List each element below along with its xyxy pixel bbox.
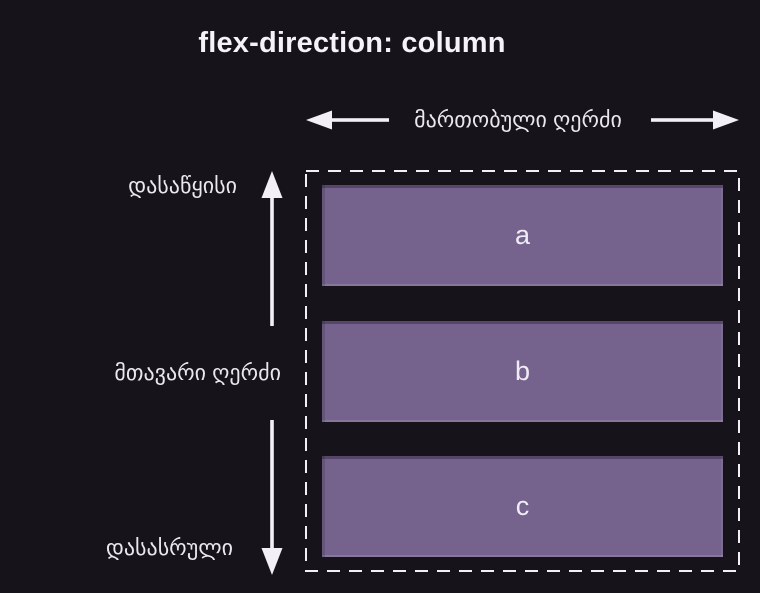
main-axis-start-label: დასაწყისი bbox=[128, 173, 237, 198]
arrow-left-icon bbox=[306, 110, 389, 130]
flex-item-label: b bbox=[514, 355, 531, 386]
main-axis-label: მთავარი ღერძი bbox=[114, 360, 281, 385]
flex-item-label: a bbox=[514, 220, 531, 250]
flex-container: a b c bbox=[305, 170, 740, 572]
flex-item-b: b bbox=[322, 320, 723, 422]
main-axis-end-label: დასასრული bbox=[105, 535, 233, 560]
flex-item-c: c bbox=[322, 456, 723, 557]
arrow-down-icon bbox=[261, 420, 283, 575]
cross-axis-label: მართობული ღერძი bbox=[414, 107, 622, 132]
flex-item-label: c bbox=[515, 491, 530, 521]
arrow-up-icon bbox=[261, 171, 283, 326]
arrow-right-icon bbox=[651, 110, 739, 130]
page-title: flex-direction: column bbox=[198, 27, 506, 59]
flex-item-a: a bbox=[322, 185, 723, 286]
